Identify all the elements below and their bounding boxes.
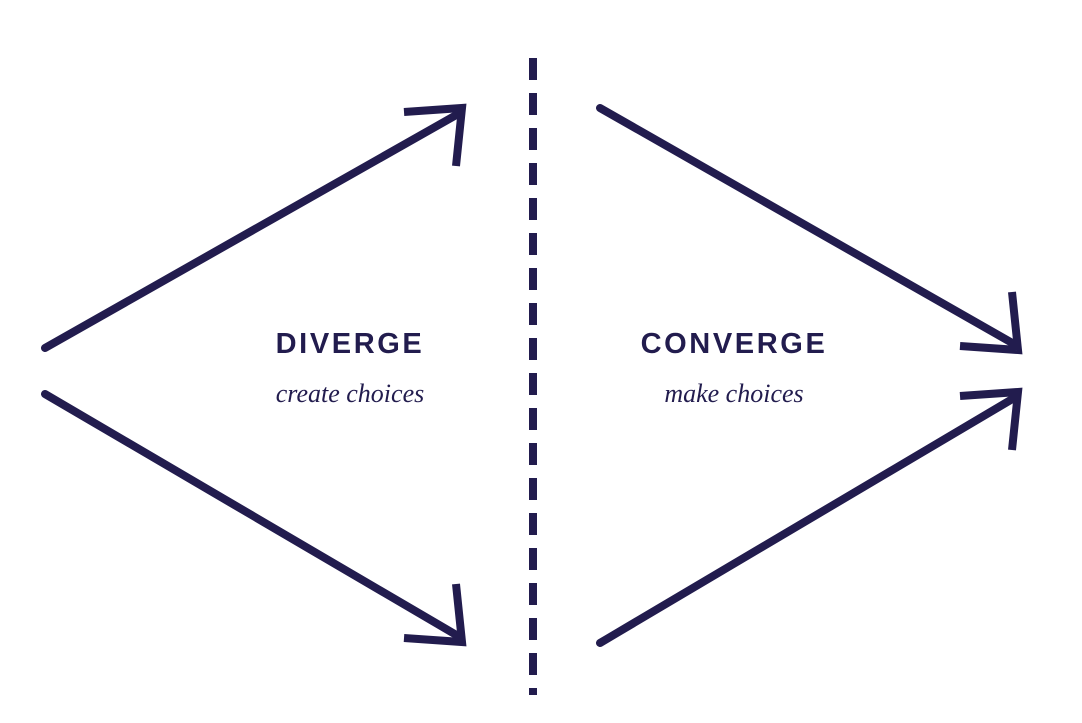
converge-label-group: CONVERGE make choices — [534, 330, 934, 407]
diverge-subheading: create choices — [275, 379, 425, 408]
diverge-upper-arrow — [41, 103, 467, 352]
converge-lower-arrow-shaft — [596, 394, 1018, 647]
converge-upper-arrowhead — [959, 291, 1023, 355]
converge-lower-arrow — [596, 387, 1023, 647]
diverge-upper-arrow-shaft — [41, 110, 462, 352]
converge-upper-arrow — [596, 104, 1023, 355]
diverge-lower-arrow-shaft — [41, 390, 462, 640]
converge-heading: CONVERGE — [640, 328, 828, 360]
converge-upper-arrow-shaft — [596, 104, 1018, 348]
diverge-lower-arrowhead — [403, 583, 467, 647]
diverge-label-group: DIVERGE create choices — [150, 330, 550, 407]
converge-lower-arrowhead — [959, 387, 1023, 451]
diverge-lower-arrow — [41, 390, 467, 647]
diverge-heading: DIVERGE — [275, 328, 425, 360]
diverge-upper-arrowhead — [403, 103, 467, 167]
converge-subheading: make choices — [664, 379, 804, 408]
